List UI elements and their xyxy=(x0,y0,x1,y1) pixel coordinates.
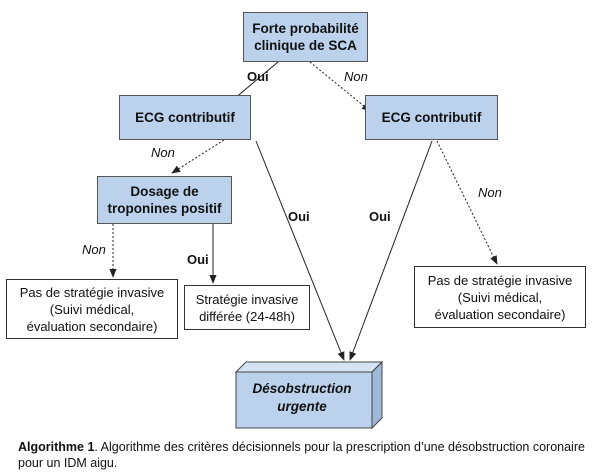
edge-ecg-right-to-no-invasive xyxy=(436,140,498,265)
node-no-invasive-left: Pas de stratégie invasive (Suivi médical… xyxy=(6,279,178,339)
node-no-invasive-right-line1: Pas de stratégie invasive xyxy=(427,272,573,288)
label-ecg-left-to-troponin: Non xyxy=(151,145,175,160)
label-ecg-left-to-urgent: Oui xyxy=(288,209,310,224)
node-root: Forte probabilité clinique de SCA xyxy=(243,12,368,62)
node-no-invasive-right-line2: (Suivi médical, xyxy=(457,289,543,305)
node-no-invasive-left-line2: (Suivi médical, xyxy=(49,301,135,317)
edge-ecg-left-to-urgent xyxy=(255,140,345,361)
node-root-line2: clinique de SCA xyxy=(254,38,357,53)
node-ecg-left-label: ECG contributif xyxy=(135,110,235,125)
urgent-cube xyxy=(234,360,384,430)
label-troponin-to-no-invasive: Non xyxy=(82,242,106,257)
node-root-line1: Forte probabilité xyxy=(252,21,359,36)
label-root-to-ecg-left: Oui xyxy=(247,69,269,84)
node-troponin: Dosage de troponines positif xyxy=(97,176,232,224)
node-urgent: Désobstruction urgente xyxy=(234,380,370,416)
node-no-invasive-left-line1: Pas de stratégie invasive xyxy=(19,284,165,300)
edge-ecg-right-to-urgent xyxy=(349,140,433,361)
node-troponin-line1: Dosage de xyxy=(130,184,199,199)
node-delayed-line2: différée (24-48h) xyxy=(199,308,295,324)
node-no-invasive-right: Pas de stratégie invasive (Suivi médical… xyxy=(414,266,586,328)
label-ecg-right-to-no-invasive: Non xyxy=(478,185,502,200)
node-ecg-left: ECG contributif xyxy=(119,95,251,140)
node-urgent-line1: Désobstruction xyxy=(252,381,352,396)
node-delayed-line1: Stratégie invasive xyxy=(195,291,299,307)
node-troponin-line2: troponines positif xyxy=(107,201,222,216)
node-urgent-line2: urgente xyxy=(277,399,327,414)
node-ecg-right-label: ECG contributif xyxy=(381,110,482,125)
node-ecg-right: ECG contributif xyxy=(365,95,498,140)
caption-text: . Algorithme des critères décisionnels p… xyxy=(18,440,585,470)
label-troponin-to-delayed: Oui xyxy=(187,252,209,267)
caption-prefix: Algorithme 1 xyxy=(18,440,95,454)
label-ecg-right-to-urgent: Oui xyxy=(369,209,391,224)
node-no-invasive-right-line3: évaluation secondaire) xyxy=(434,306,566,322)
edge-ecg-left-to-troponin xyxy=(171,139,225,174)
edge-root-to-ecg-right xyxy=(309,61,371,112)
figure-caption: Algorithme 1. Algorithme des critères dé… xyxy=(18,439,593,471)
node-delayed: Stratégie invasive différée (24-48h) xyxy=(184,285,310,330)
node-no-invasive-left-line3: évaluation secondaire) xyxy=(26,318,158,334)
label-root-to-ecg-right: Non xyxy=(344,69,368,84)
